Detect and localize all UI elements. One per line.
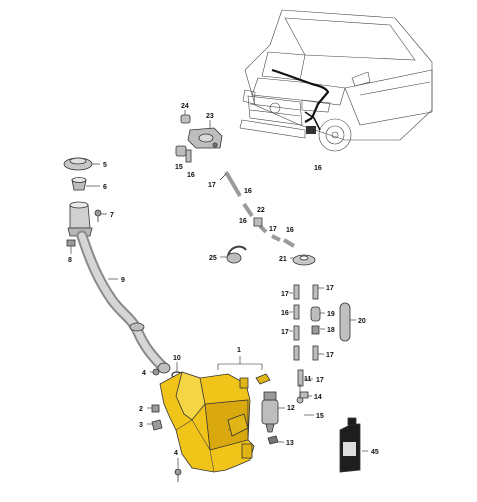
nozzle-clip-15-part <box>175 145 187 157</box>
hose-column-left <box>293 284 304 387</box>
screw-7-part <box>94 209 102 222</box>
callout-22: 22 <box>257 207 265 214</box>
callout-17e: 17 <box>281 329 289 336</box>
callout-21: 21 <box>279 256 287 263</box>
callout-5: 5 <box>103 162 107 169</box>
callout-17b: 17 <box>269 226 277 233</box>
grommets-part <box>239 373 271 389</box>
callout-18: 18 <box>327 327 335 334</box>
callout-45: 45 <box>371 449 379 456</box>
callout-25: 25 <box>209 255 217 262</box>
callout-9: 9 <box>121 277 125 284</box>
hose-fitting-14-part <box>299 391 309 399</box>
callout-16d: 16 <box>239 218 247 225</box>
hose-connector-16a-part <box>185 149 192 163</box>
callout-16e: 16 <box>286 227 294 234</box>
callout-13: 13 <box>286 440 294 447</box>
washer-tank-part <box>159 371 255 473</box>
clip-8-part <box>66 239 76 247</box>
callout-7: 7 <box>110 212 114 219</box>
callout-16c: 16 <box>244 188 252 195</box>
washer-pump-part <box>261 391 279 433</box>
nozzle-23-part <box>187 127 223 149</box>
callout-16f: 16 <box>281 310 289 317</box>
callout-23: 23 <box>206 113 214 120</box>
callout-8: 8 <box>68 257 72 264</box>
hose-20-part <box>339 302 351 342</box>
callout-15a: 15 <box>316 413 324 420</box>
filler-seal-part <box>71 177 87 191</box>
callout-4a: 4 <box>142 370 146 377</box>
grommet-21-part <box>292 254 316 266</box>
connector-13-part <box>267 435 279 445</box>
callout-11: 11 <box>304 376 312 383</box>
callout-15b: 15 <box>175 164 183 171</box>
callout-2: 2 <box>139 406 143 413</box>
callout-3: 3 <box>139 422 143 429</box>
screw-4b-part <box>174 468 182 482</box>
t-piece-22-part <box>253 217 263 227</box>
fluid-bottle-part <box>339 417 361 473</box>
callout-24: 24 <box>181 103 189 110</box>
callout-10: 10 <box>173 355 181 362</box>
callout-20: 20 <box>358 318 366 325</box>
filler-cap-part <box>63 157 93 171</box>
nozzle-24-part <box>180 114 191 124</box>
filler-pipe-part <box>76 230 171 374</box>
screw-4a-part <box>152 368 160 376</box>
callout-19: 19 <box>327 311 335 318</box>
callout-14: 14 <box>314 394 322 401</box>
callout-17f: 17 <box>326 352 334 359</box>
callout-17d: 17 <box>326 285 334 292</box>
callout-1: 1 <box>237 347 241 354</box>
hose-column-right <box>310 284 321 361</box>
callout-16b: 16 <box>187 172 195 179</box>
clip-3-part <box>151 419 163 431</box>
upper-hose-chain <box>224 170 296 248</box>
nut-2-part <box>151 404 160 413</box>
callout-6: 6 <box>103 184 107 191</box>
van-illustration <box>239 9 433 152</box>
callout-17g: 17 <box>316 377 324 384</box>
callout-4b: 4 <box>174 450 178 457</box>
callout-12: 12 <box>287 405 295 412</box>
hose-clip-25-part <box>226 245 247 264</box>
callout-17c: 17 <box>281 291 289 298</box>
callout-16a: 16 <box>314 165 322 172</box>
callout-17a: 17 <box>208 182 216 189</box>
